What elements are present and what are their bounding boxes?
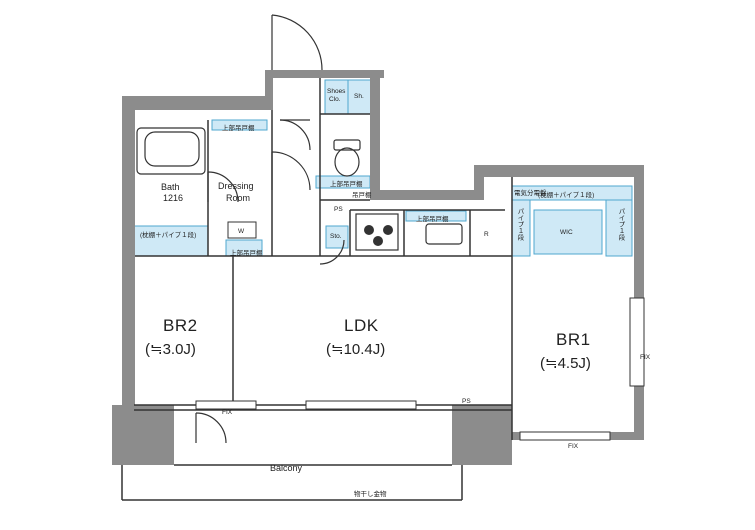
kitchen-top-label: 上部吊戸棚 bbox=[416, 216, 449, 223]
stove bbox=[355, 213, 399, 251]
ldk-label: LDK bbox=[344, 316, 379, 335]
ps-lower-label: PS bbox=[462, 398, 471, 405]
br1-pipe-right bbox=[605, 199, 633, 257]
dressing-label-2: Room bbox=[226, 193, 251, 203]
fix-right-label: FIX bbox=[640, 354, 651, 361]
bath-label: Bath bbox=[161, 182, 180, 192]
br1-area: (≒4.5J) bbox=[540, 355, 591, 372]
shoes-label: Shoes bbox=[327, 88, 346, 95]
wic-label: WIC bbox=[560, 229, 573, 236]
washer-top-label: 上部吊戸棚 bbox=[230, 250, 263, 257]
upper-shelf2-label: 上部吊戸棚 bbox=[330, 181, 363, 188]
br2-label: BR2 bbox=[163, 316, 198, 335]
upper-shelf1-label: 上部吊戸棚 bbox=[222, 125, 255, 132]
drying-label: 物干し金物 bbox=[354, 491, 387, 498]
storage-areas bbox=[132, 79, 633, 257]
washer-box bbox=[227, 221, 257, 239]
shoes-label-2: Clo. bbox=[329, 96, 341, 103]
sh-label: Sh. bbox=[354, 93, 364, 100]
wic bbox=[533, 209, 603, 255]
balcony-label: Balcony bbox=[270, 463, 303, 473]
ldk-area: (≒10.4J) bbox=[326, 341, 386, 358]
fix-br1-label: FIX bbox=[568, 443, 579, 450]
bathtub bbox=[136, 127, 206, 175]
windows bbox=[195, 297, 645, 441]
meter-label: 電気分電盤 bbox=[514, 190, 547, 197]
bath-size: 1216 bbox=[163, 193, 184, 203]
shelf-left-label: (枕棚＋パイプ１段) bbox=[140, 232, 197, 239]
storage-small bbox=[325, 225, 349, 249]
pipe-b-label: パイプ１段 bbox=[617, 208, 624, 241]
w-label: W bbox=[238, 228, 245, 235]
shelf-br1-label: (枕棚＋パイプ１段) bbox=[538, 192, 595, 199]
kitchen-sink bbox=[425, 223, 463, 245]
kitchen-counter-shelf bbox=[405, 210, 467, 222]
fix-left-label: FIX bbox=[222, 409, 233, 416]
br1-label: BR1 bbox=[556, 330, 591, 349]
sto-label: Sto. bbox=[330, 233, 342, 240]
r-label: R bbox=[484, 231, 489, 238]
toilet bbox=[333, 139, 361, 177]
dressing-label: Dressing bbox=[218, 181, 254, 191]
br2-area: (≒3.0J) bbox=[145, 341, 196, 358]
ps-upper-label: PS bbox=[334, 206, 343, 213]
pipe-a-label: パイプ１段 bbox=[516, 208, 523, 241]
dressing-shelf bbox=[211, 119, 268, 131]
door-arcs bbox=[195, 14, 345, 444]
misc-small-label: 吊戸棚 bbox=[352, 192, 372, 199]
